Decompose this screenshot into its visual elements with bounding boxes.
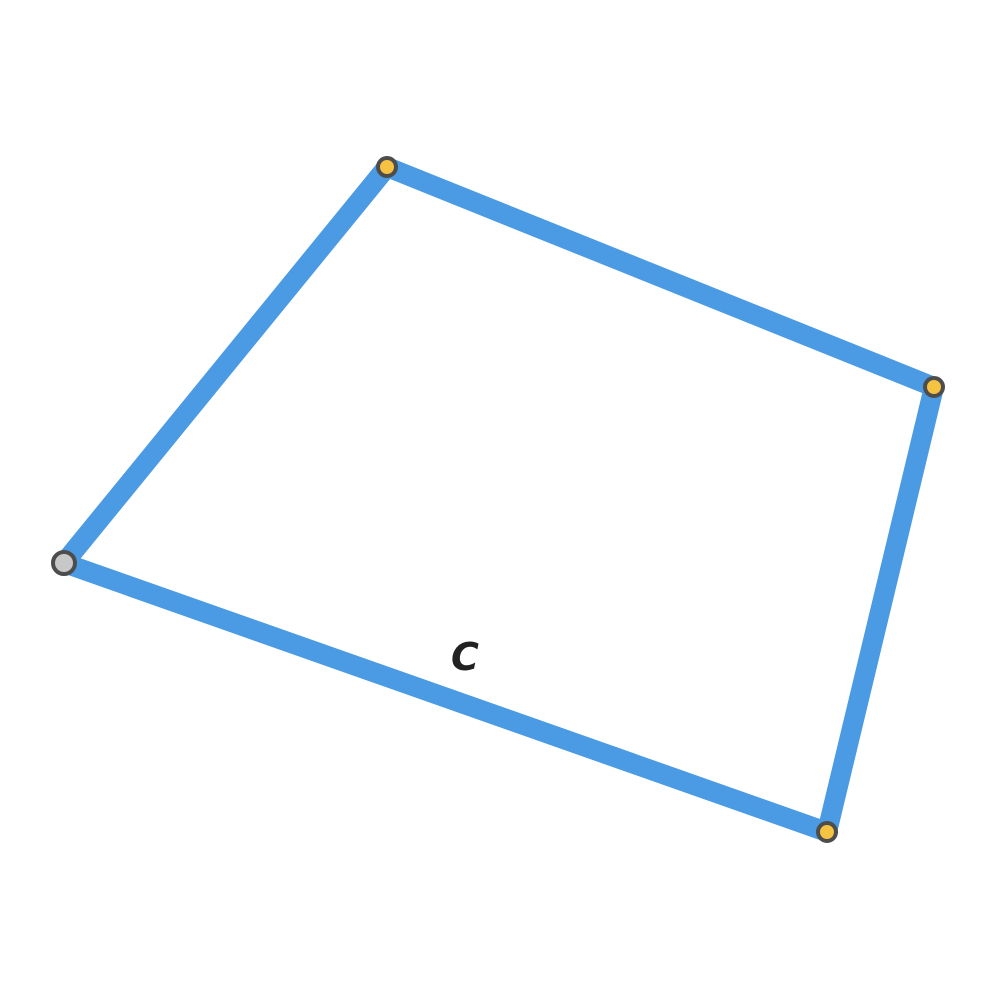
vertex-right[interactable] bbox=[923, 376, 945, 398]
edges bbox=[54, 157, 944, 842]
vertex-start[interactable] bbox=[51, 550, 77, 576]
vertex-bottom[interactable] bbox=[816, 821, 838, 843]
edge-bottom bbox=[54, 553, 837, 842]
shape-label: C bbox=[451, 635, 479, 679]
edge-right bbox=[817, 377, 944, 842]
edge-left bbox=[54, 157, 397, 573]
vertex-top[interactable] bbox=[376, 156, 398, 178]
edge-top bbox=[377, 157, 944, 397]
vertices bbox=[51, 156, 945, 843]
